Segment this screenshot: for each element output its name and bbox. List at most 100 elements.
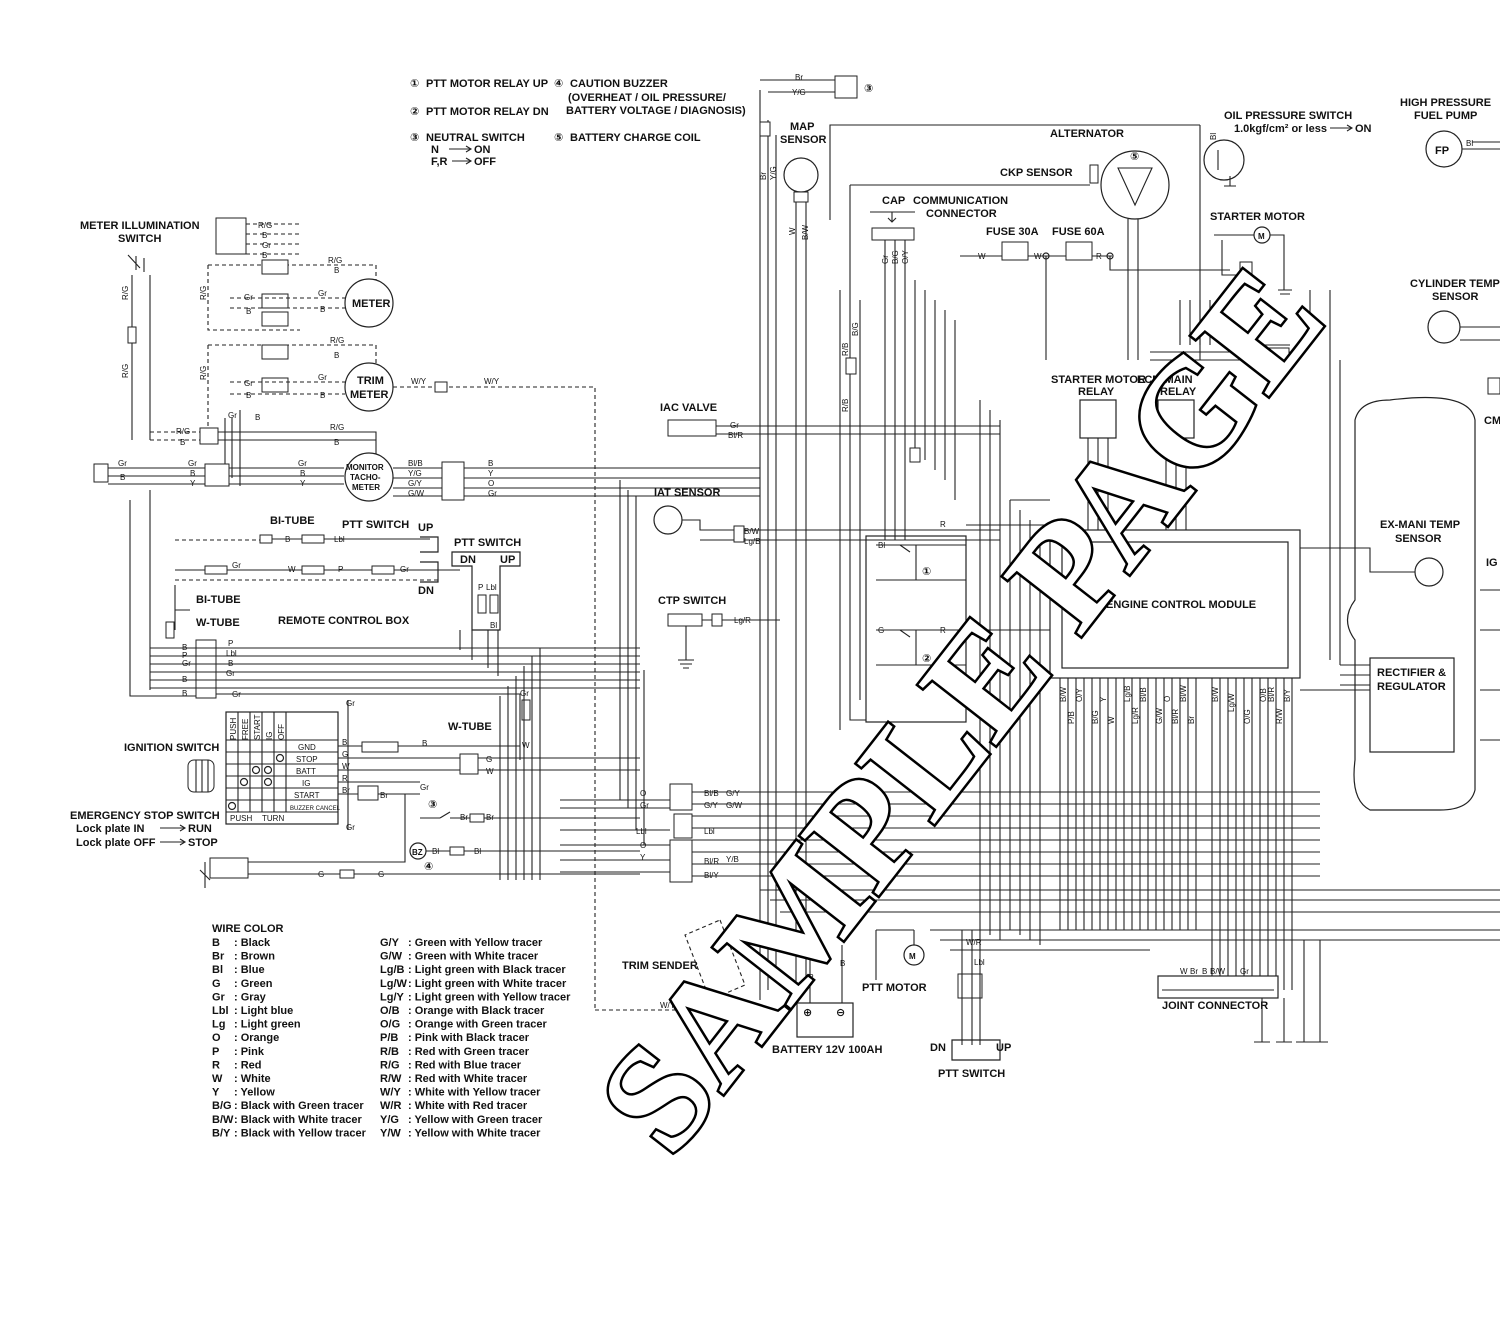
oil-pressure-label: OIL PRESSURE SWITCH xyxy=(1224,110,1352,122)
legend-right-code: G/W xyxy=(380,951,403,963)
legend-left-desc: : Black with Green tracer xyxy=(234,1100,364,1112)
legend-right-code: Lg/W xyxy=(380,978,407,990)
svg-text:IG: IG xyxy=(302,779,310,788)
legend-right-code: G/Y xyxy=(380,937,400,949)
svg-text:O/G: O/G xyxy=(1243,709,1252,724)
svg-text:Gr: Gr xyxy=(420,783,429,792)
svg-text:STOP: STOP xyxy=(296,755,318,764)
svg-text:B: B xyxy=(488,459,493,468)
map-sensor-icon xyxy=(783,157,819,193)
legend-left-desc: : Light green xyxy=(234,1019,301,1031)
hp-fuel-label-2: FUEL PUMP xyxy=(1414,110,1477,122)
fuse30-icon xyxy=(1001,241,1029,261)
alternator-label: ALTERNATOR xyxy=(1050,128,1124,140)
neutral-fr-state: OFF xyxy=(474,156,496,168)
cap-label: CAP xyxy=(882,195,905,207)
svg-text:Bl/R: Bl/R xyxy=(1171,709,1180,724)
legend-left-code: Bl xyxy=(212,964,223,976)
svg-text:Gr: Gr xyxy=(244,379,253,388)
svg-text:W: W xyxy=(788,227,797,235)
svg-text:B/W: B/W xyxy=(801,224,810,240)
svg-text:B/W: B/W xyxy=(744,527,760,536)
svg-text:Gr: Gr xyxy=(400,565,409,574)
note-3-marker-top: ③ xyxy=(864,83,873,95)
cyl-temp-label-2: SENSOR xyxy=(1432,291,1479,303)
svg-text:B: B xyxy=(334,266,339,275)
svg-text:Y: Y xyxy=(190,479,196,488)
meter-illum-label-2: SWITCH xyxy=(118,233,161,245)
legend-left-code: Lg xyxy=(212,1019,225,1031)
fuse60-label: FUSE 60A xyxy=(1052,226,1105,238)
meter-illum-switch-icon xyxy=(127,254,145,272)
legend-left-code: Lbl xyxy=(212,1005,229,1017)
legend-right-desc: : Red with White tracer xyxy=(408,1073,528,1085)
note-2-text: PTT MOTOR RELAY DN xyxy=(426,106,549,118)
legend-right-desc: : Yellow with White tracer xyxy=(408,1127,541,1139)
svg-text:B: B xyxy=(182,689,187,698)
legend-right-code: O/G xyxy=(380,1019,400,1031)
svg-text:G/W: G/W xyxy=(408,489,424,498)
engine-outline xyxy=(1346,396,1476,811)
svg-text:Gr: Gr xyxy=(881,255,890,264)
svg-text:Br: Br xyxy=(759,172,768,180)
svg-text:B: B xyxy=(180,438,185,447)
rectifier-regulator xyxy=(1369,657,1455,753)
svg-text:R: R xyxy=(940,626,946,635)
svg-text:Gr: Gr xyxy=(488,489,497,498)
legend-left-code: W xyxy=(212,1073,223,1085)
ckp-label: CKP SENSOR xyxy=(1000,167,1073,179)
trim-sender-label: TRIM SENDER xyxy=(622,960,698,972)
legend-left-desc: : Brown xyxy=(234,951,275,963)
comm-connector-icon xyxy=(871,227,915,241)
map-label-1: MAP xyxy=(790,121,814,133)
svg-text:W: W xyxy=(486,767,494,776)
legend-left-desc: : Black with White tracer xyxy=(234,1114,362,1126)
svg-text:O: O xyxy=(640,841,646,850)
note-5-marker: ⑤ xyxy=(1130,151,1139,163)
ctp-switch-icon xyxy=(667,613,703,627)
oil-pressure-cond: 1.0kgf/cm² or less xyxy=(1234,123,1327,135)
legend-left-desc: : Orange xyxy=(234,1032,279,1044)
svg-text:Lbl: Lbl xyxy=(334,535,345,544)
svg-text:Y/G: Y/G xyxy=(792,88,806,97)
svg-text:OFF: OFF xyxy=(277,724,286,740)
svg-text:Y: Y xyxy=(640,853,646,862)
svg-text:⊕: ⊕ xyxy=(803,1007,812,1019)
joint-connector-section: JOINT CONNECTOR W Br B B/W Gr xyxy=(1157,940,1328,1043)
ptt-switch-label-3: PTT SWITCH xyxy=(938,1068,1005,1080)
legend-left-desc: : Black with Yellow tracer xyxy=(234,1127,367,1139)
estop-stop: STOP xyxy=(188,837,218,849)
svg-text:G: G xyxy=(878,626,884,635)
note-4-line2: (OVERHEAT / OIL PRESSURE/ xyxy=(568,92,726,104)
bi-tube-label-2: BI-TUBE xyxy=(196,594,241,606)
starter-relay-icon xyxy=(1079,399,1117,439)
svg-text:Gr: Gr xyxy=(118,459,127,468)
svg-text:Lbl: Lbl xyxy=(974,958,985,967)
ptt-up-label-1: UP xyxy=(418,522,433,534)
note-3-num: ③ xyxy=(410,132,419,144)
ignition-label: IGNITION SWITCH xyxy=(124,742,219,754)
ptt-dn-label-1: DN xyxy=(418,585,434,597)
ptt-motor-section: M PTT MOTOR W/R Lbl DN UP PTT SWITCH xyxy=(862,929,1011,1080)
svg-text:Lbl: Lbl xyxy=(486,583,497,592)
legend-left-code: P xyxy=(212,1046,219,1058)
iac-label: IAC VALVE xyxy=(660,402,717,414)
ignition-switch-section: IGNITION SWITCH PUSH FREE START IG OFF G… xyxy=(124,699,640,873)
ptt-dn-label-3: DN xyxy=(930,1042,946,1054)
legend-right-desc: : Light green with White tracer xyxy=(408,978,567,990)
svg-text:B: B xyxy=(422,739,427,748)
svg-text:W/Y: W/Y xyxy=(484,377,500,386)
legend-left-desc: : Yellow xyxy=(234,1087,275,1099)
trim-meter-label-1: TRIM xyxy=(357,375,384,387)
svg-text:PUSH: PUSH xyxy=(229,718,238,740)
svg-text:Gr: Gr xyxy=(318,373,327,382)
svg-text:B: B xyxy=(262,231,267,240)
svg-text:Y/G: Y/G xyxy=(408,469,422,478)
svg-text:Bl: Bl xyxy=(432,847,439,856)
legend-left-code: B/Y xyxy=(212,1127,231,1139)
ig-label: IG xyxy=(1486,557,1498,569)
exmani-sensor-icon xyxy=(1414,557,1444,587)
legend-left-code: B/W xyxy=(212,1114,234,1126)
svg-text:TURN: TURN xyxy=(262,814,284,823)
svg-text:B: B xyxy=(246,391,251,400)
